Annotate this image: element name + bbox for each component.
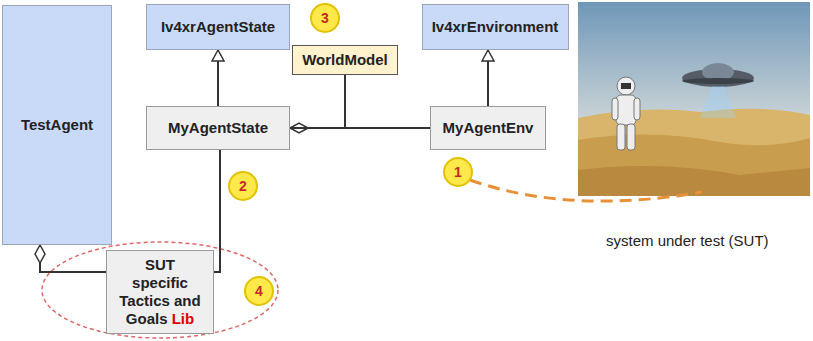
class-name: TestAgent (21, 116, 93, 133)
association-line (290, 75, 345, 128)
callout-number: 2 (228, 171, 258, 201)
sut-link (470, 180, 702, 201)
callout-number-text: 2 (239, 178, 247, 194)
callout-number-text: 3 (321, 10, 329, 26)
library-box: SUT specific Tactics and Goals Lib (106, 250, 214, 334)
node-text: Iv4xrEnvironment (432, 18, 559, 36)
class-name: Iv4xrAgentState (161, 18, 275, 35)
callout-number: 1 (443, 157, 473, 187)
node-text: WorldModel (302, 51, 388, 69)
caption-text: system under test (SUT) (606, 232, 769, 249)
class-name-suffix: Lib (172, 310, 195, 327)
class-box: Iv4xrEnvironment (422, 4, 569, 50)
class-box: TestAgent (2, 5, 112, 245)
class-box: MyAgentEnv (430, 106, 546, 150)
library-region (42, 242, 278, 338)
callout-number-text: 1 (454, 164, 462, 180)
class-box: Iv4xrAgentState (146, 4, 290, 50)
inheritance-arrow (217, 50, 219, 106)
class-box: WorldModel (292, 45, 398, 75)
node-text: TestAgent (21, 116, 93, 134)
sut-screenshot (578, 2, 810, 196)
caption-text-text: system under test (SUT) (606, 232, 769, 249)
node-text: MyAgentState (168, 119, 268, 137)
node-text: MyAgentEnv (443, 119, 534, 137)
node-text: Iv4xrAgentState (161, 18, 275, 36)
class-name: MyAgentEnv (443, 119, 534, 136)
callout-number: 4 (244, 276, 274, 306)
class-name: MyAgentState (168, 119, 268, 136)
callout-number: 3 (310, 3, 340, 33)
class-box: MyAgentState (146, 106, 290, 150)
callout-number-text: 4 (255, 283, 263, 299)
class-name: Iv4xrEnvironment (432, 18, 559, 35)
class-name: WorldModel (302, 51, 388, 68)
node-text: SUT specific Tactics and Goals Lib (116, 256, 204, 328)
inheritance-arrow (487, 50, 489, 106)
